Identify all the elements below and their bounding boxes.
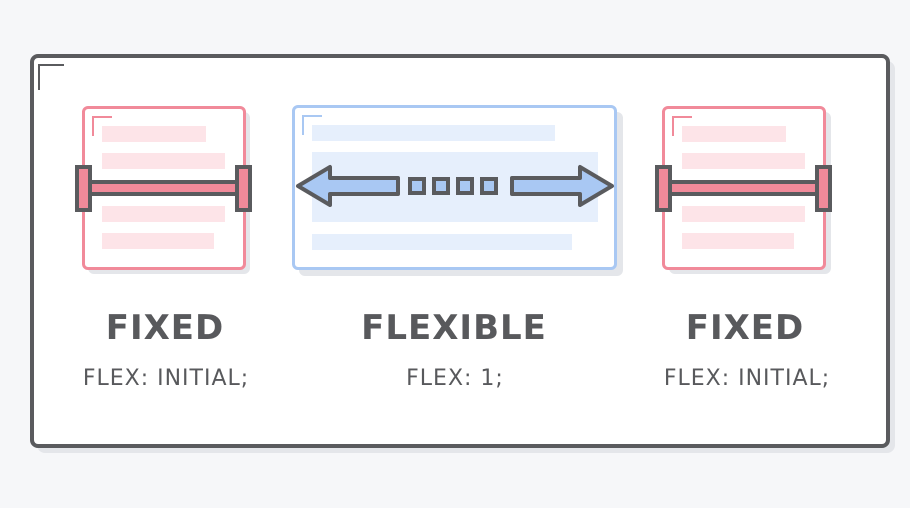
column-code: FLEX: 1; [406,366,504,391]
text-line [682,233,794,249]
text-line [682,206,805,222]
text-line [102,126,206,142]
card-corner-mark [92,116,112,136]
text-line [682,153,805,169]
column-title: FLEXIBLE [361,308,547,348]
text-line [682,126,786,142]
text-line [102,206,225,222]
text-line [102,233,214,249]
column-title: FIXED [685,308,805,348]
text-line [102,153,225,169]
text-line [312,125,555,141]
card-corner-mark [672,116,692,136]
column-code: FLEX: INITIAL; [663,366,831,391]
column-code: FLEX: INITIAL; [82,366,250,391]
column-title: FIXED [105,308,225,348]
text-line [312,234,572,250]
card-corner-mark [302,115,322,135]
frame-corner-mark [38,64,64,90]
